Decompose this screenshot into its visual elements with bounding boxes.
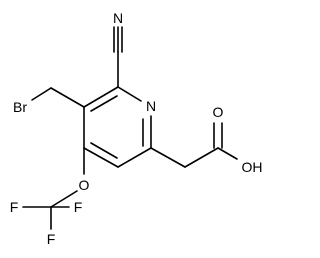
bond-c6-ch2 [150, 147, 186, 168]
bond-c5-c4-inner [90, 142, 118, 159]
molecule-diagram: N N Br O F F F O OH [10, 10, 263, 247]
acetic-acid-group [150, 122, 238, 168]
nitrile-nitrogen-label: N [113, 10, 123, 26]
bond-ch2-cooh [184, 147, 219, 168]
bond-c3-ch2 [50, 87, 85, 108]
fluorine-left-label: F [10, 199, 19, 215]
bond-c2-n1 [117, 86, 142, 102]
bond-c5-c4 [83, 147, 119, 168]
nitrile-group [113, 26, 123, 88]
bond-c3-c2 [83, 86, 119, 108]
bromomethyl-group [31, 87, 85, 108]
structure-canvas: N N Br O F F F O OH [10, 10, 263, 247]
pyridine-ring [83, 86, 152, 168]
fluorine-bottom-label: F [47, 231, 56, 247]
trifluoromethoxy-group [22, 147, 85, 230]
ring-nitrogen-label: N [146, 98, 156, 114]
carbonyl-oxygen-label: O [213, 104, 224, 120]
fluorine-right-label: F [74, 199, 83, 215]
bond-ch2-br [31, 87, 52, 101]
bromine-label: Br [13, 99, 27, 115]
bond-c3-c2-inner [90, 95, 118, 112]
bond-o-cf3 [50, 190, 78, 208]
bond-c-oh [217, 147, 238, 160]
ether-oxygen-label: O [79, 177, 90, 193]
bond-c6-c5 [117, 147, 152, 168]
hydroxyl-label: OH [242, 159, 263, 175]
